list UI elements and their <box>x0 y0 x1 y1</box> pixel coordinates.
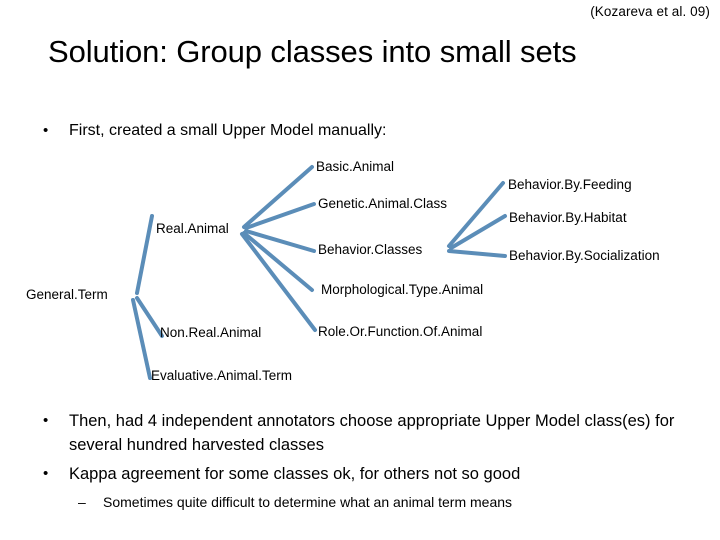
bullet-then: • Then, had 4 independent annotators cho… <box>43 409 683 457</box>
node-behavior-by-habitat: Behavior.By.Habitat <box>509 210 627 225</box>
page-title: Solution: Group classes into small sets <box>48 34 577 69</box>
node-non-real-animal: Non.Real.Animal <box>160 325 262 340</box>
edge-behavior-to-habitat <box>449 214 507 250</box>
bullet-marker-icon: • <box>43 122 49 139</box>
node-general-term: General.Term <box>26 287 108 302</box>
bullet-marker-icon: • <box>43 412 49 429</box>
edge-real-to-role <box>240 232 317 332</box>
node-real-animal: Real.Animal <box>156 221 229 236</box>
bullet-sub-text: Sometimes quite difficult to determine w… <box>103 494 513 510</box>
node-basic-animal: Basic.Animal <box>316 159 395 174</box>
node-behavior-by-feeding: Behavior.By.Feeding <box>508 177 632 192</box>
node-role-or-function-of-animal: Role.Or.Function.Of.Animal <box>318 324 483 339</box>
edge-real-to-behavior <box>244 229 316 253</box>
edge-real-to-basic <box>242 165 314 229</box>
bullet-sub: – Sometimes quite difficult to determine… <box>78 492 678 512</box>
bullet-first: • First, created a small Upper Model man… <box>43 120 663 142</box>
upper-model-tree-diagram: General.Term Real.Animal Non.Real.Animal… <box>0 150 720 400</box>
node-genetic-animal-class: Genetic.Animal.Class <box>318 196 448 211</box>
tree-connector-lines <box>131 165 507 380</box>
bullet-first-text: First, created a small Upper Model manua… <box>69 122 387 139</box>
edge-behavior-to-socialization <box>447 249 507 258</box>
edge-real-to-genetic <box>244 202 316 230</box>
citation-text: (Kozareva et al. 09) <box>590 4 710 19</box>
bullet-marker-icon: • <box>43 465 49 482</box>
edge-general-to-nonreal <box>135 296 164 338</box>
node-morphological-type-animal: Morphological.Type.Animal <box>321 282 484 297</box>
bullet-kappa: • Kappa agreement for some classes ok, f… <box>43 462 683 486</box>
edge-general-to-evaluative <box>131 298 152 380</box>
edge-behavior-to-feeding <box>447 181 505 248</box>
edge-real-to-morphological <box>242 231 314 292</box>
node-evaluative-animal-term: Evaluative.Animal.Term <box>151 368 293 383</box>
dash-marker-icon: – <box>78 494 86 510</box>
node-behavior-by-socialization: Behavior.By.Socialization <box>509 248 660 263</box>
bullet-then-text: Then, had 4 independent annotators choos… <box>69 412 675 454</box>
edge-general-to-real <box>135 214 154 295</box>
bullet-kappa-text: Kappa agreement for some classes ok, for… <box>69 465 521 483</box>
node-behavior-classes: Behavior.Classes <box>318 242 423 257</box>
